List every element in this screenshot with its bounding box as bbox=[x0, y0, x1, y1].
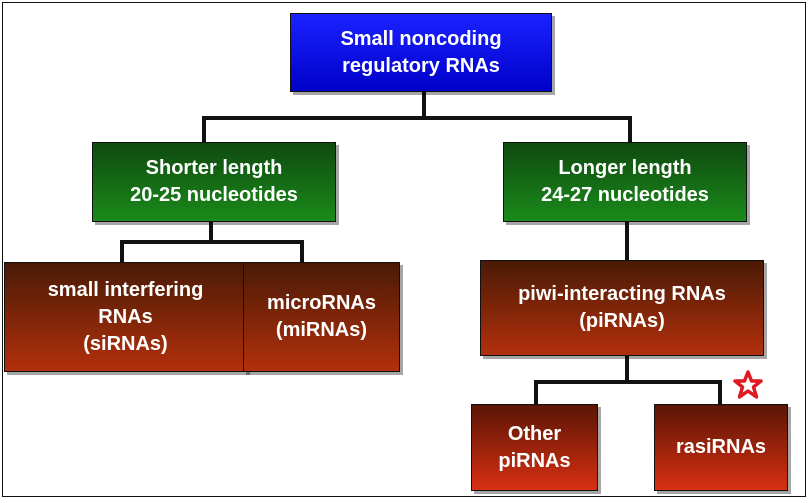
mirna-node: microRNAs (miRNAs) bbox=[243, 262, 400, 372]
other-pirna-node: Other piRNAs bbox=[471, 404, 598, 491]
root-label: Small noncoding regulatory RNAs bbox=[340, 27, 502, 77]
longer-length-label: Longer length 24-27 nucleotides bbox=[541, 157, 709, 206]
pirna-label: piwi-interacting RNAs (piRNAs) bbox=[518, 283, 726, 332]
rasirna-node: rasiRNAs bbox=[654, 404, 788, 491]
shorter-length-node: Shorter length 20-25 nucleotides bbox=[92, 142, 336, 222]
connector-shorter bbox=[120, 220, 304, 264]
shorter-length-label: Shorter length 20-25 nucleotides bbox=[130, 157, 298, 206]
diagram-frame bbox=[2, 2, 806, 497]
sirna-label: small interfering RNAs (siRNAs) bbox=[47, 278, 204, 355]
mirna-label: microRNAs (miRNAs) bbox=[267, 292, 376, 341]
other-pirna-label: Other piRNAs bbox=[498, 422, 571, 472]
connector-pirna bbox=[534, 354, 722, 406]
star-icon bbox=[733, 370, 763, 399]
pirna-node: piwi-interacting RNAs (piRNAs) bbox=[480, 260, 764, 356]
rasirna-label: rasiRNAs bbox=[675, 436, 767, 458]
root-node: Small noncoding regulatory RNAs bbox=[290, 13, 552, 92]
connector-root bbox=[202, 90, 632, 144]
sirna-node: small interfering RNAs (siRNAs) bbox=[4, 262, 247, 372]
longer-length-node: Longer length 24-27 nucleotides bbox=[503, 142, 747, 222]
